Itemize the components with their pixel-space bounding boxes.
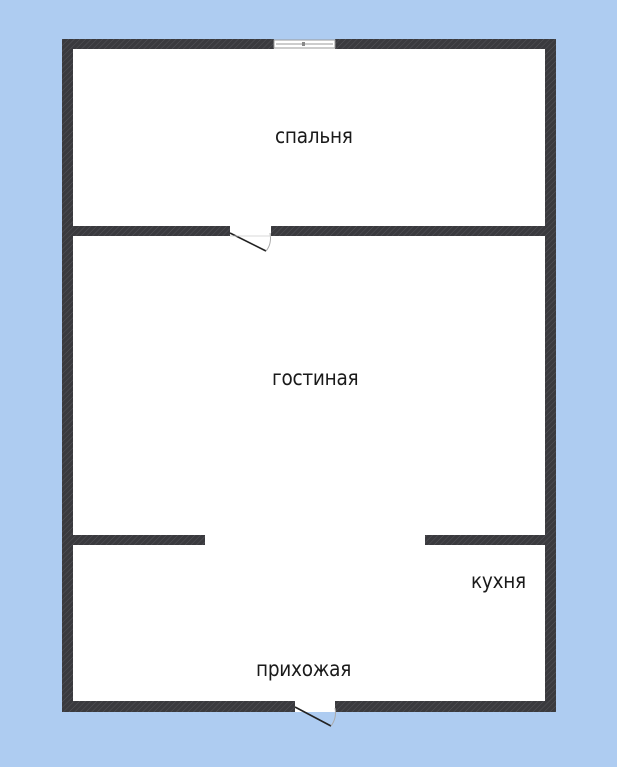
interior-walls <box>72 226 546 545</box>
room-label-living-room: гостиная <box>272 366 359 390</box>
wall-right <box>545 39 556 712</box>
wall-bottom-right <box>335 701 556 712</box>
door-icon <box>229 232 271 252</box>
floor-area <box>72 48 546 702</box>
room-label-hallway: прихожая <box>256 657 352 681</box>
wall-top-left <box>62 39 274 49</box>
room-label-kitchen: кухня <box>471 569 526 593</box>
wall-hall-right <box>425 535 546 545</box>
wall-bedroom-living-left <box>72 226 230 236</box>
wall-left <box>62 39 73 712</box>
window-icon <box>273 39 336 49</box>
wall-bottom-left <box>62 701 295 712</box>
room-label-bedroom: спальня <box>275 124 353 148</box>
entrance-door-icon <box>294 701 336 727</box>
wall-hall-left <box>72 535 205 545</box>
wall-top-right <box>335 39 556 49</box>
outer-walls <box>62 39 556 712</box>
wall-bedroom-living-right <box>271 226 546 236</box>
